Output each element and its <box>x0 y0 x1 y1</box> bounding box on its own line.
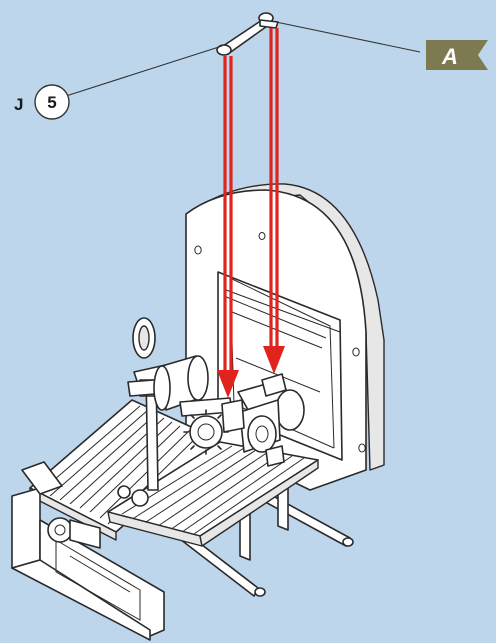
step-number: 5 <box>47 93 56 112</box>
part-tag-label: A <box>441 44 458 69</box>
bracket-part <box>216 12 279 56</box>
pennant-tag-icon: A <box>426 40 488 70</box>
step-letter: J <box>14 95 23 114</box>
cylinder-housing <box>153 355 233 417</box>
red-arrow-left <box>217 56 239 398</box>
leader-line-tag <box>275 21 421 53</box>
step-number-circle <box>34 84 70 120</box>
leader-line-step <box>65 45 223 97</box>
motor-assembly <box>221 373 305 467</box>
red-arrow-right <box>263 28 285 374</box>
right-slat-deck <box>107 441 319 547</box>
front-frame <box>11 461 165 641</box>
